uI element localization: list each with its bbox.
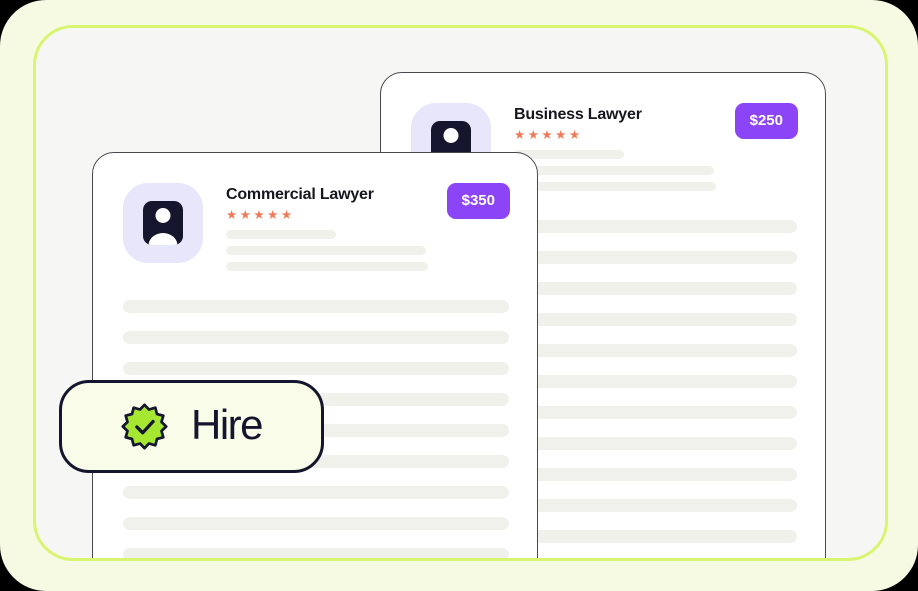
placeholder-line — [226, 262, 428, 271]
avatar — [123, 183, 203, 263]
placeholder-line — [123, 548, 509, 558]
card-title: Commercial Lawyer — [226, 186, 374, 203]
person-icon-shoulders — [148, 233, 178, 245]
card-header-text: Business Lawyer ★★★★★ — [514, 103, 797, 191]
placeholder-line — [514, 166, 714, 175]
placeholder-line — [123, 331, 509, 344]
price-badge[interactable]: $250 — [734, 103, 798, 139]
placeholder-line — [123, 300, 509, 313]
rounded-frame: Business Lawyer ★★★★★ $250 — [33, 25, 888, 561]
placeholder-line — [226, 246, 426, 255]
hire-button-label: Hire — [190, 401, 264, 448]
placeholder-line — [514, 182, 716, 191]
lawyer-card-commercial: Commercial Lawyer ★★★★★ $350 — [92, 152, 538, 558]
placeholder-line — [514, 150, 624, 159]
placeholder-line — [123, 517, 509, 530]
star-rating: ★★★★★ — [514, 128, 583, 142]
person-icon-head — [443, 128, 459, 143]
person-icon-head — [155, 208, 171, 223]
person-icon — [143, 201, 183, 245]
placeholder-line — [123, 362, 509, 375]
star-rating: ★★★★★ — [226, 208, 295, 222]
placeholder-line — [226, 230, 336, 239]
placeholder-line — [123, 486, 509, 499]
hire-button[interactable]: Hire — [59, 380, 324, 473]
card-header-text: Commercial Lawyer ★★★★★ — [226, 183, 509, 271]
card-title: Business Lawyer — [514, 106, 642, 123]
price-badge[interactable]: $350 — [446, 183, 510, 219]
card-header: Commercial Lawyer ★★★★★ $350 — [93, 153, 537, 271]
badge-check-icon — [121, 403, 168, 450]
